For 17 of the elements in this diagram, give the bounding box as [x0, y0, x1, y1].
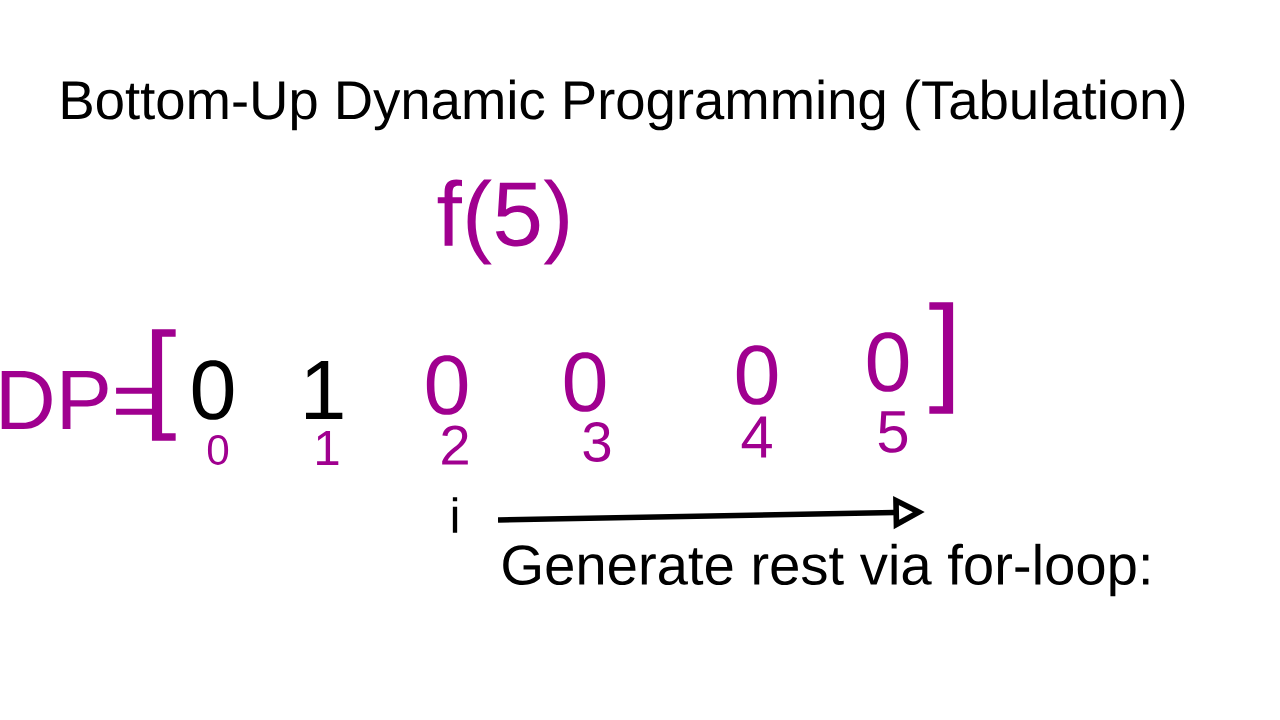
index-label: 2 — [442, 425, 468, 465]
function-call-label: f(5) — [437, 179, 568, 265]
loop-variable-label: i — [452, 497, 458, 533]
title: Bottom-Up Dynamic Programming (Tabulation) — [62, 79, 1185, 131]
array-value: 0 — [736, 345, 778, 405]
index-label: 3 — [583, 422, 611, 462]
index-label: 5 — [878, 411, 908, 453]
index-label: 4 — [741, 416, 772, 458]
annotation-text: Generate rest via for-loop: — [503, 543, 1149, 597]
index-label: 0 — [207, 435, 229, 465]
array-value: 0 — [867, 332, 909, 392]
array-value: 0 — [426, 355, 468, 415]
index-label: 1 — [317, 431, 339, 465]
bracket: ] — [929, 302, 954, 414]
array-value: 0 — [564, 352, 606, 412]
array-value: 1 — [306, 360, 343, 419]
array-value: 0 — [192, 360, 234, 420]
